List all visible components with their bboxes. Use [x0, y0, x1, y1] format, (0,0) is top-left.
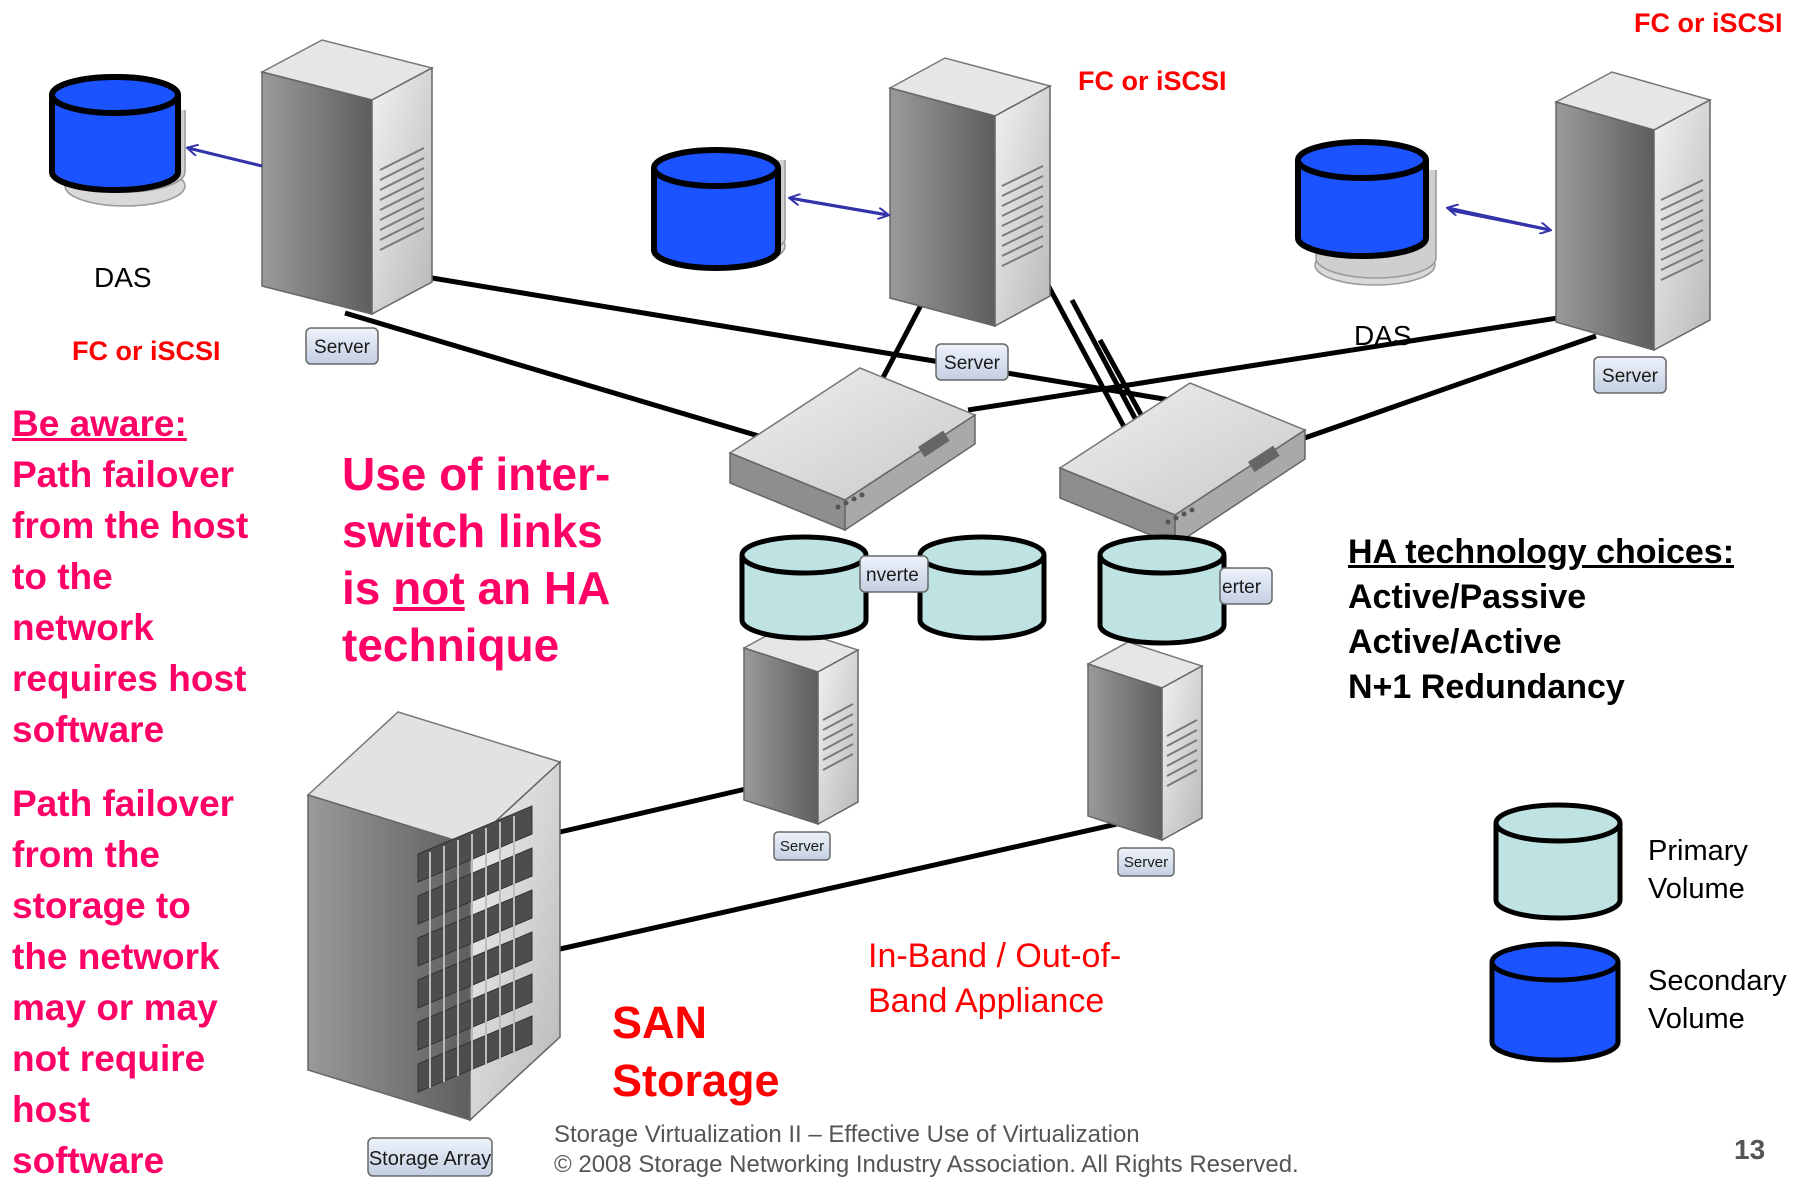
svg-text:Server: Server: [780, 838, 824, 855]
das-volume-center: [651, 147, 786, 271]
appliance-label: In-Band / Out-of- Band Appliance: [868, 934, 1121, 1024]
server-badge-appliance-2: Server: [1117, 847, 1175, 877]
page-number: 13: [1734, 1134, 1766, 1165]
converter-badge-left: nverte: [859, 555, 929, 593]
ha-heading: HA technology choices:: [1348, 533, 1735, 571]
das-label-right: DAS: [1354, 320, 1412, 351]
ha-technology-list: HA technology choices: Active/Passive Ac…: [1348, 530, 1734, 710]
be-aware-line: from the: [12, 834, 160, 875]
appliance-server-1: [742, 625, 860, 826]
legend-line: Primary: [1648, 835, 1748, 867]
footer-copyright: © 2008 Storage Networking Industry Assoc…: [554, 1151, 1299, 1178]
network-links: [344, 272, 1597, 952]
appliance-server-2: [1086, 641, 1204, 842]
be-aware-line: software: [12, 709, 165, 750]
isl-note-line: is not an HA: [342, 560, 610, 617]
be-aware-line: host: [12, 1089, 91, 1130]
be-aware-line: network: [12, 607, 154, 648]
be-aware-line: Path failover: [12, 454, 235, 495]
fc-label-top-right: FC or iSCSI: [1634, 8, 1783, 38]
legend-primary-label: Primary Volume: [1648, 832, 1748, 908]
server-badge-3: Server: [1593, 356, 1667, 394]
das-label-left: DAS: [94, 262, 152, 293]
das-volume-left: [49, 74, 186, 207]
primary-volume-3: [1097, 534, 1227, 646]
svg-text:Server: Server: [314, 337, 371, 358]
primary-volume-2: [917, 534, 1047, 641]
ha-item: Active/Active: [1348, 623, 1562, 661]
ha-item: N+1 Redundancy: [1348, 668, 1625, 706]
ha-item: Active/Passive: [1348, 578, 1587, 616]
fc-switch-left: [728, 367, 977, 532]
isl-note-line: switch links: [342, 505, 603, 557]
svg-text:Server: Server: [1124, 854, 1168, 871]
isl-note: Use of inter- switch links is not an HA …: [342, 446, 610, 674]
isl-note-line: Use of inter-: [342, 448, 611, 500]
legend-line: Volume: [1648, 873, 1745, 905]
legend-line: Secondary: [1648, 965, 1787, 997]
footer-title: Storage Virtualization II – Effective Us…: [554, 1121, 1140, 1148]
legend-primary-volume: [1493, 802, 1623, 921]
be-aware-line: from the host: [12, 505, 249, 546]
isl-note-suffix: an HA: [464, 562, 611, 614]
server-badge-2: Server: [935, 343, 1009, 381]
be-aware-line: not require: [12, 1038, 206, 1079]
legend-secondary-label: Secondary Volume: [1648, 962, 1787, 1038]
san-label-line: Storage: [612, 1055, 780, 1106]
be-aware-heading: Be aware:: [12, 403, 187, 444]
be-aware-note-1: Path failover from the host to the netwo…: [12, 449, 248, 755]
fc-label-left: FC or iSCSI: [72, 336, 221, 366]
das-volume-right: [1295, 139, 1437, 286]
be-aware-line: the network: [12, 936, 220, 977]
be-aware-line: storage to: [12, 885, 191, 926]
be-aware-line: may or may: [12, 987, 218, 1028]
svg-text:Server: Server: [1602, 366, 1659, 387]
san-storage-label: SAN Storage: [612, 994, 780, 1110]
legend-secondary-volume: [1489, 941, 1621, 1063]
link-server1-switch2: [425, 274, 1183, 405]
primary-volume-1: [739, 534, 869, 641]
san-label-line: SAN: [612, 997, 708, 1048]
link-server3-switch2: [1295, 333, 1597, 444]
link-server3-switch1: [967, 309, 1597, 413]
svg-text:nverte: nverte: [866, 565, 919, 586]
be-aware-line: software: [12, 1140, 165, 1181]
be-aware-line: to the: [12, 556, 113, 597]
be-aware-note-2: Path failover from the storage to the ne…: [12, 778, 234, 1186]
server-badge-1: Server: [305, 327, 379, 365]
isl-note-line: technique: [342, 619, 560, 671]
isl-note-prefix: is: [342, 562, 394, 614]
storage-array-badge: Storage Array: [367, 1137, 493, 1177]
svg-text:Storage Array: Storage Array: [369, 1148, 491, 1170]
server-tower-1: [259, 39, 435, 316]
link-storage-appliance2: [559, 814, 1149, 952]
svg-text:erter: erter: [1222, 577, 1262, 598]
link-storage-appliance1: [559, 785, 751, 835]
isl-note-not: not: [393, 562, 465, 614]
footer: Storage Virtualization II – Effective Us…: [554, 1120, 1299, 1180]
server-badge-appliance-1: Server: [773, 831, 831, 861]
storage-array: [306, 711, 562, 1122]
be-aware-line: Path failover: [12, 783, 235, 824]
converter-badge-right: erter: [1219, 567, 1273, 605]
legend-line: Volume: [1648, 1003, 1745, 1035]
svg-text:Server: Server: [944, 353, 1001, 374]
be-aware-line: requires host: [12, 658, 247, 699]
link-server1-switch1: [344, 310, 763, 440]
fc-switch-right: [1058, 382, 1307, 547]
server-tower-2: [887, 57, 1053, 328]
fc-label-top-center: FC or iSCSI: [1078, 66, 1227, 96]
das-arrow-left: [188, 148, 263, 168]
appliance-label-line: Band Appliance: [868, 982, 1105, 1020]
server-tower-3: [1554, 71, 1712, 352]
appliance-label-line: In-Band / Out-of-: [868, 937, 1122, 975]
